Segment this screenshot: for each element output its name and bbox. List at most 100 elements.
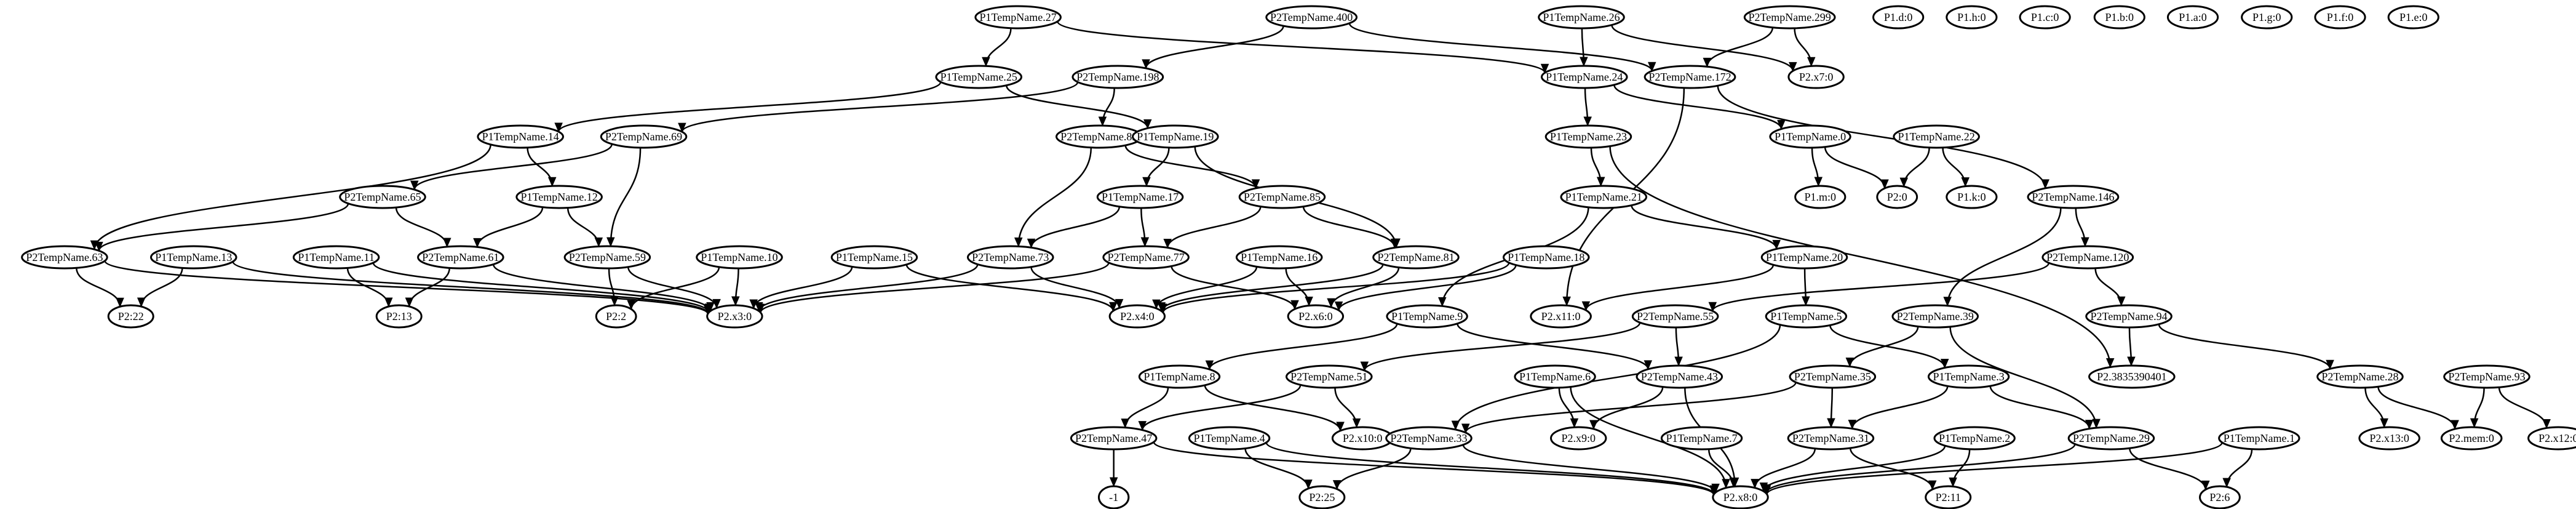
edge-arrowhead	[95, 241, 103, 252]
node-label: P2.mem:0	[2449, 432, 2494, 444]
graph-node: P1.h:0	[1946, 5, 1998, 30]
edge-arrowhead	[1332, 480, 1342, 490]
edge-line	[1348, 23, 1653, 71]
node-label: P1.f:0	[2327, 11, 2354, 23]
node-ellipse	[974, 5, 1062, 30]
edge-arrowhead	[1751, 479, 1759, 489]
edge-line	[758, 264, 979, 311]
node-ellipse	[600, 124, 688, 149]
graph-node: P2TempName.51	[1285, 364, 1373, 389]
graph-edge	[1142, 147, 1170, 187]
node-label: P1TempName.22	[1898, 130, 1975, 143]
graph-edge	[137, 268, 183, 308]
edge-arrowhead	[1722, 479, 1730, 489]
graph-node: P2TempName.146	[2027, 185, 2120, 209]
node-ellipse	[966, 245, 1054, 270]
edge-line	[1712, 262, 2050, 311]
graph-edge	[1163, 206, 1262, 249]
edge-line	[1338, 265, 1517, 311]
graph-node: P2TempName.77	[1102, 245, 1190, 270]
edge-arrowhead	[2222, 478, 2231, 488]
graph-node: P2:2	[595, 304, 637, 329]
graph-node: P2TempName.172	[1644, 65, 1736, 89]
node-label: P2TempName.33	[1390, 432, 1467, 444]
node-label: P2TempName.69	[605, 130, 682, 143]
edge-line	[1142, 384, 1302, 431]
edge-line	[1153, 441, 1715, 495]
node-label: P1.k:0	[1957, 191, 1986, 203]
edge-arrowhead	[1027, 238, 1036, 249]
edge-line	[1903, 147, 1930, 187]
node-label: P2TempName.77	[1108, 251, 1185, 263]
node-label: P1TempName.12	[521, 191, 598, 203]
edge-line	[2225, 449, 2253, 487]
node-ellipse	[2440, 426, 2503, 451]
graph-edge	[1462, 444, 1720, 494]
edge-arrowhead	[443, 238, 451, 248]
graph-node: P1TempName.2	[1933, 426, 2016, 451]
node-ellipse	[1071, 65, 1164, 89]
edge-line	[610, 147, 642, 247]
node-ellipse	[1108, 304, 1166, 329]
edge-arrowhead	[1461, 423, 1470, 434]
graph-node: P2:13	[375, 304, 423, 329]
node-ellipse	[935, 65, 1023, 89]
edge-arrowhead	[1163, 238, 1172, 249]
graph-node: P1TempName.15	[830, 245, 918, 270]
node-label: P2:2	[606, 310, 626, 323]
edge-arrowhead	[1703, 57, 1712, 68]
graph-node: P2TempName.39	[1891, 304, 1979, 329]
graph-node: P1TempName.20	[1760, 245, 1848, 270]
graph-edge	[678, 81, 1079, 133]
graph-edge	[1762, 443, 2076, 494]
edge-line	[752, 267, 853, 309]
node-ellipse	[1544, 124, 1632, 149]
graph-node: P2TempName.120	[2041, 245, 2134, 270]
node-ellipse	[706, 304, 763, 329]
node-ellipse	[1893, 124, 1980, 149]
graph-node: P1TempName.19	[1132, 124, 1219, 149]
edge-arrowhead	[1562, 296, 1571, 307]
graph-node: P2.x8:0	[1712, 485, 1769, 509]
graph-node: P1TempName.16	[1235, 245, 1323, 270]
graph-node: P1TempName.13	[150, 245, 237, 270]
edge-arrowhead	[712, 299, 721, 309]
edge-line	[1462, 444, 1717, 493]
graph-edge	[2222, 449, 2253, 488]
edge-arrowhead	[1143, 119, 1152, 129]
edge-arrowhead	[2127, 356, 2136, 367]
graph-node: P2TempName.35	[1789, 364, 1877, 389]
graph-node: P1TempName.4	[1188, 426, 1271, 451]
graph-node: P2TempName.81	[1372, 245, 1460, 270]
graph-edge	[566, 207, 603, 247]
node-ellipse	[563, 245, 651, 270]
edge-arrowhead	[1580, 57, 1588, 67]
edge-arrowhead	[1336, 422, 1345, 432]
graph-edge	[982, 28, 1012, 67]
graph-edge	[2127, 327, 2136, 367]
graph-edge	[2075, 207, 2089, 247]
graph-node: P1TempName.14	[477, 124, 564, 149]
graph-edge	[1845, 326, 1919, 367]
node-label: P2TempName.51	[1290, 371, 1367, 383]
node-ellipse	[2241, 5, 2293, 30]
graph-node: P2TempName.198	[1071, 65, 1164, 89]
graph-edge	[473, 207, 544, 248]
edge-arrowhead	[1138, 421, 1147, 431]
edge-line	[566, 207, 600, 247]
edge-arrowhead	[410, 180, 419, 191]
node-label: P1TempName.0	[1775, 130, 1846, 143]
graph-node: P2TempName.89	[1055, 124, 1143, 149]
graph-edge	[1334, 387, 1361, 428]
edge-arrowhead	[1109, 477, 1118, 487]
graph-node: P1TempName.6	[1514, 364, 1596, 389]
edge-arrowhead	[1928, 480, 1937, 491]
node-label: P1TempName.10	[701, 251, 777, 263]
graph-edge	[1949, 449, 1971, 487]
graph-edge	[1014, 147, 1092, 247]
edge-arrowhead	[1098, 116, 1107, 127]
node-ellipse	[2085, 304, 2173, 329]
node-label: P2TempName.63	[26, 251, 103, 263]
edge-line	[1161, 263, 1384, 312]
